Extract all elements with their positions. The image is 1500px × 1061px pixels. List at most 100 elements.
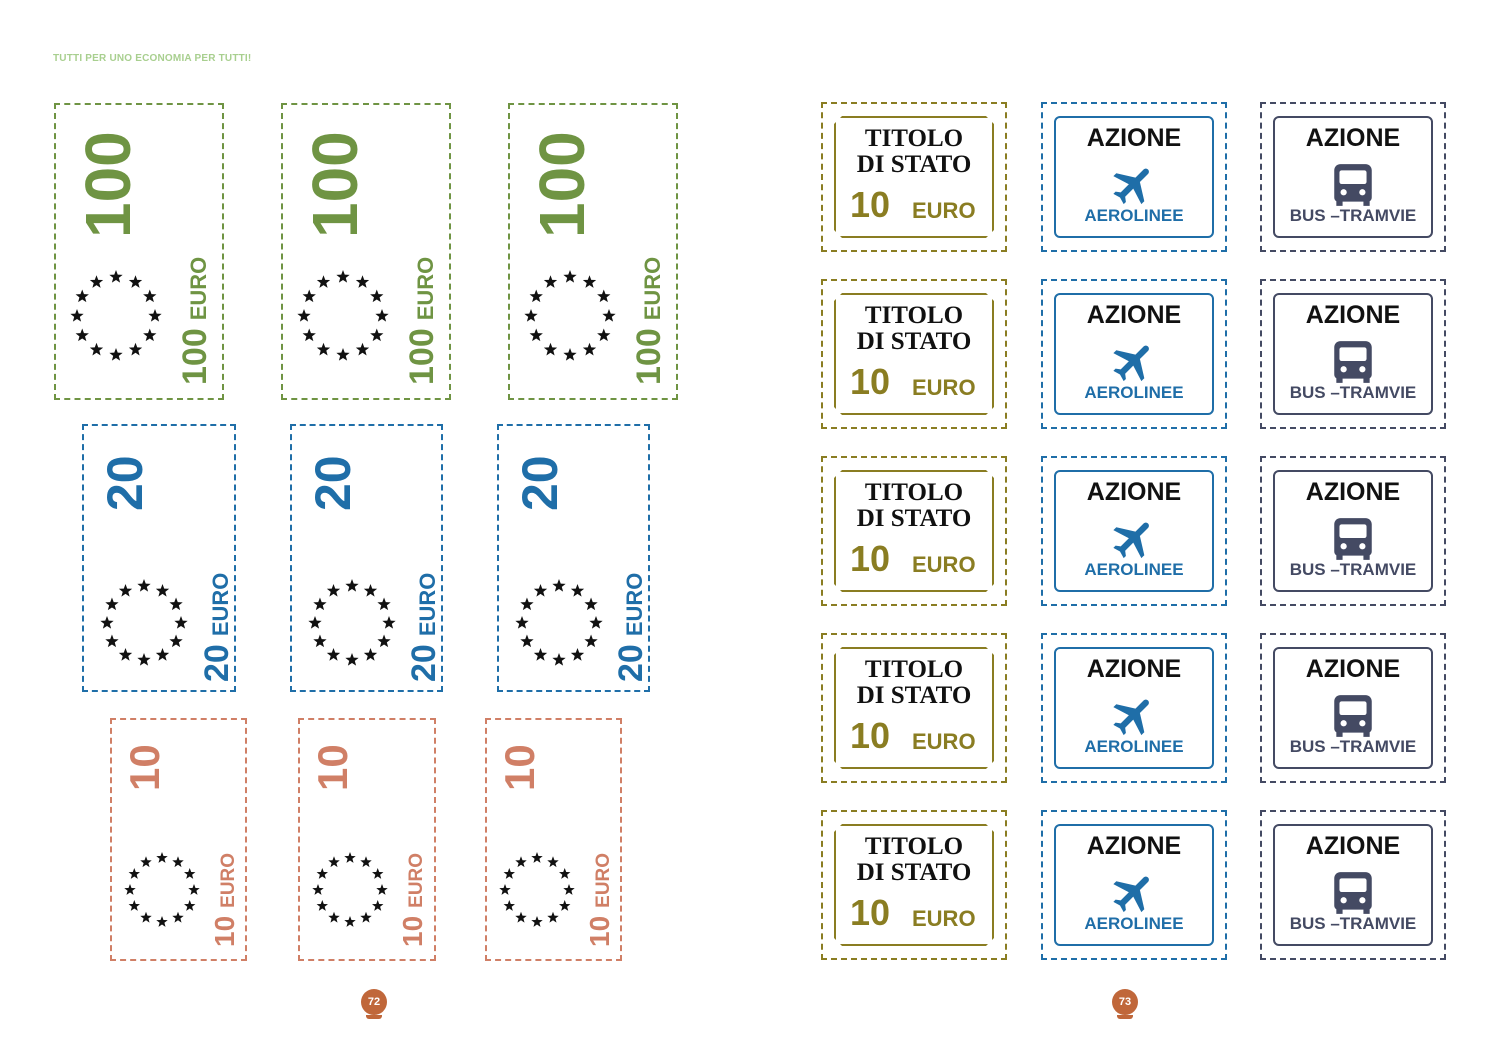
bond-title-line2: DI STATO	[856, 505, 972, 532]
note-currency: EURO	[593, 852, 614, 908]
star	[308, 616, 322, 629]
star	[128, 900, 140, 911]
star	[109, 348, 123, 361]
note-amount: 100	[630, 328, 668, 385]
star	[547, 911, 559, 923]
star	[563, 884, 575, 895]
star	[503, 900, 515, 911]
page-number-right: 73	[1112, 989, 1138, 1019]
star	[515, 911, 527, 923]
star	[382, 616, 396, 629]
star	[355, 342, 370, 356]
star	[344, 916, 356, 927]
bond-title-line1: TITOLO	[864, 302, 964, 329]
share-title: AZIONE	[1305, 478, 1401, 506]
bus-icon	[1334, 872, 1372, 914]
star	[597, 328, 611, 342]
star	[118, 583, 133, 597]
star	[328, 856, 340, 868]
star	[70, 309, 84, 322]
star	[377, 634, 391, 648]
star	[524, 309, 538, 322]
bond-value: 10	[850, 538, 891, 579]
star	[582, 275, 597, 288]
bond-currency: EURO	[912, 375, 976, 400]
share-subtitle: AEROLINEE	[1084, 206, 1184, 225]
star	[559, 868, 571, 879]
note-big-value: 10	[309, 744, 356, 791]
bond-title-line2: DI STATO	[856, 328, 972, 355]
share-subtitle: AEROLINEE	[1084, 560, 1184, 579]
eu-stars-icon	[308, 579, 396, 666]
star	[328, 911, 340, 923]
star	[156, 916, 168, 927]
star	[533, 583, 548, 597]
star	[563, 348, 577, 361]
note-big-value: 100	[72, 131, 144, 238]
note-amount: 10	[397, 915, 428, 947]
star	[137, 579, 151, 592]
star	[140, 911, 152, 923]
star	[105, 597, 119, 611]
note-amount: 20	[198, 644, 236, 682]
note-small-value: 10EURO	[584, 852, 615, 947]
share-title: AZIONE	[1086, 124, 1182, 152]
note-currency: EURO	[640, 256, 665, 321]
star	[345, 579, 359, 592]
star	[143, 328, 157, 342]
note-small-value: 20EURO	[612, 572, 650, 682]
star	[559, 900, 571, 911]
bond-value: 10	[850, 361, 891, 402]
star	[602, 309, 616, 322]
share-frame: AZIONE AEROLINEE	[1054, 116, 1214, 238]
star	[128, 868, 140, 879]
star	[172, 856, 184, 868]
star	[547, 856, 559, 868]
star	[316, 275, 331, 288]
star	[155, 583, 170, 597]
note-currency: EURO	[208, 572, 233, 637]
star	[155, 648, 170, 661]
star	[148, 309, 162, 322]
note-big-value: 20	[97, 455, 153, 511]
star	[184, 900, 196, 911]
airplane-icon	[1113, 168, 1149, 205]
note-big-value: 10	[496, 744, 543, 791]
star	[589, 616, 603, 629]
bond-title-line2: DI STATO	[856, 682, 972, 709]
airplane-icon	[1113, 522, 1149, 559]
note-small-value: 100EURO	[403, 257, 441, 385]
star	[531, 916, 543, 927]
star	[377, 597, 391, 611]
star	[188, 884, 200, 895]
star	[552, 579, 566, 592]
bond-currency: EURO	[912, 552, 976, 577]
star	[75, 289, 89, 303]
bus-icon	[1334, 518, 1372, 560]
share-subtitle: BUS –TRAMVIE	[1289, 560, 1417, 579]
note-currency: EURO	[218, 852, 239, 908]
star	[169, 597, 183, 611]
star	[531, 852, 543, 863]
star	[140, 856, 152, 868]
star	[344, 852, 356, 863]
eu-stars-icon	[524, 270, 616, 361]
star	[515, 616, 529, 629]
star	[316, 900, 328, 911]
note-currency: EURO	[622, 572, 647, 637]
star	[584, 634, 598, 648]
